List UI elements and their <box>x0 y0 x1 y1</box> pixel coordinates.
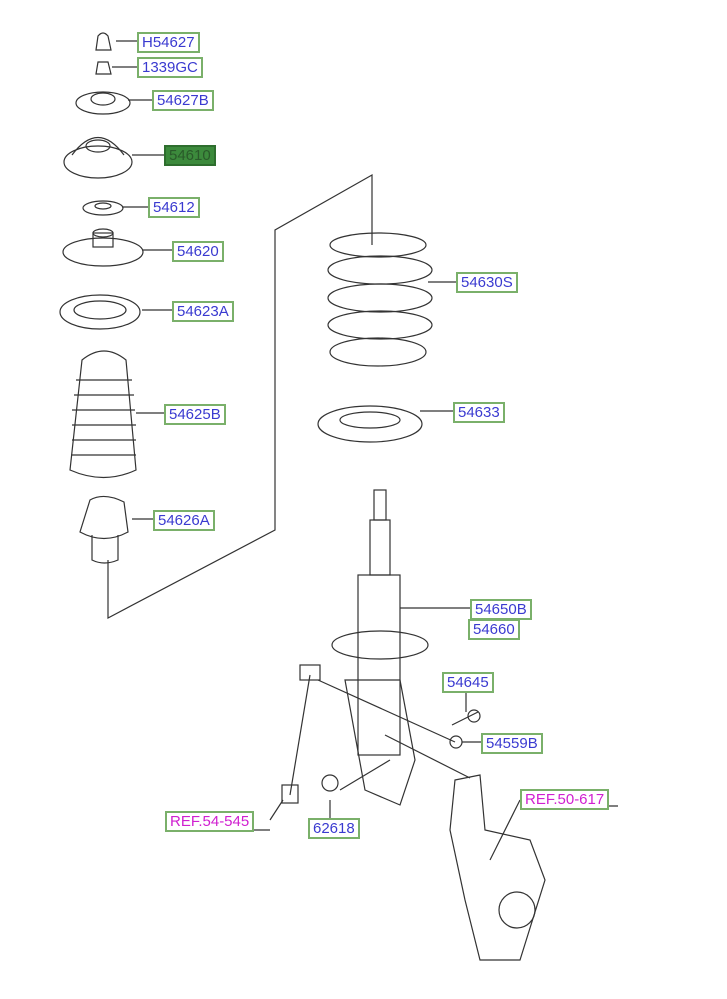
strut-54650b <box>331 489 429 806</box>
washer-54627b <box>75 91 131 115</box>
part-label-54612[interactable]: 54612 <box>148 197 200 218</box>
knuckle <box>449 774 546 961</box>
ref-label-50-617[interactable]: REF.50-617 <box>520 789 610 810</box>
stabilizer-link <box>281 664 321 804</box>
part-label-62618[interactable]: 62618 <box>308 818 360 839</box>
spring-pad-54633 <box>317 405 423 443</box>
part-label-54620[interactable]: 54620 <box>172 241 224 262</box>
part-label-54645[interactable]: 54645 <box>442 672 494 693</box>
part-label-54630s[interactable]: 54630S <box>456 272 518 293</box>
part-label-54610-selected[interactable]: 54610 <box>164 145 216 166</box>
nut-62618 <box>321 774 339 792</box>
bearing-54620 <box>62 228 144 267</box>
ref-label-54-545[interactable]: REF.54-545 <box>165 811 255 832</box>
bumper-54626a <box>79 495 129 564</box>
part-label-54627b[interactable]: 54627B <box>152 90 214 111</box>
part-label-1339gc[interactable]: 1339GC <box>137 57 203 78</box>
bolt-54645 <box>451 709 481 726</box>
part-label-54650b[interactable]: 54650B <box>470 599 532 620</box>
nut <box>95 61 112 75</box>
part-label-h54627[interactable]: H54627 <box>137 32 200 53</box>
part-label-54626a[interactable]: 54626A <box>153 510 215 531</box>
part-label-54625b[interactable]: 54625B <box>164 404 226 425</box>
part-label-54660[interactable]: 54660 <box>468 619 520 640</box>
dust-boot-54625b <box>69 350 137 479</box>
nut-54559b <box>449 735 463 749</box>
part-label-54559b[interactable]: 54559B <box>481 733 543 754</box>
seat-54623a <box>59 294 141 330</box>
mount-54610 <box>63 137 133 179</box>
part-label-54623a[interactable]: 54623A <box>172 301 234 322</box>
washer-54612 <box>82 200 124 216</box>
part-label-54633[interactable]: 54633 <box>453 402 505 423</box>
coil-spring-54630s <box>327 232 433 367</box>
bump-stop-cap <box>95 32 112 51</box>
